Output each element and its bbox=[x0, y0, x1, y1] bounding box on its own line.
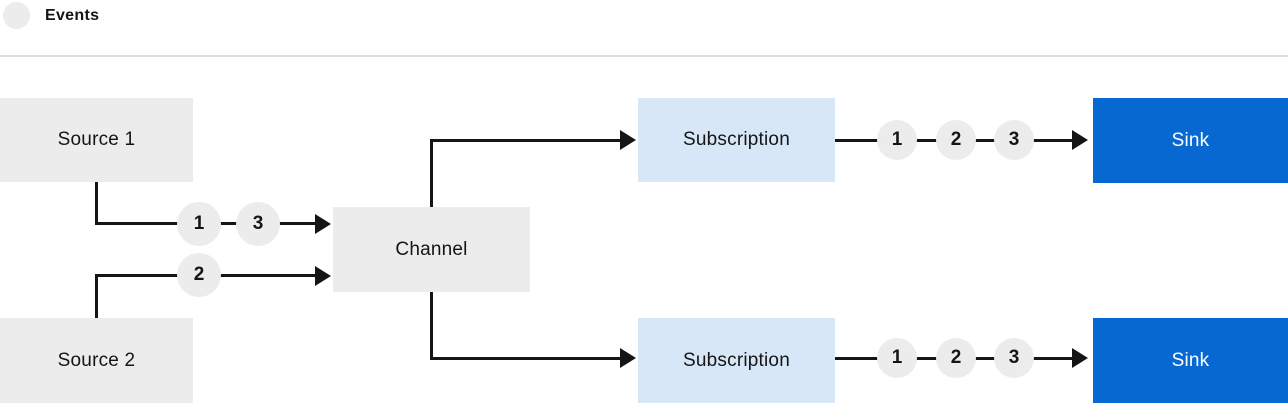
arrowhead-source1-to-channel-icon bbox=[315, 214, 331, 234]
event-badge: 1 bbox=[877, 338, 917, 378]
node-sink-2: Sink bbox=[1093, 318, 1288, 403]
connector-channel-down bbox=[430, 292, 433, 360]
legend-separator bbox=[0, 55, 1288, 57]
node-source-2: Source 2 bbox=[0, 318, 193, 403]
arrowhead-subscription2-to-sink2-icon bbox=[1072, 348, 1088, 368]
event-badge: 2 bbox=[936, 338, 976, 378]
connector-channel-to-subscription1 bbox=[431, 139, 621, 142]
node-subscription-1-label: Subscription bbox=[683, 129, 790, 150]
node-sink-1-label: Sink bbox=[1171, 129, 1210, 151]
node-channel-label: Channel bbox=[395, 238, 468, 260]
node-channel: Channel bbox=[333, 207, 530, 292]
node-subscription-2-label: Subscription bbox=[683, 349, 790, 371]
event-badge: 3 bbox=[994, 338, 1034, 378]
connector-channel-up bbox=[430, 139, 433, 207]
node-source-1: Source 1 bbox=[0, 98, 193, 182]
connector-channel-to-subscription2 bbox=[431, 357, 621, 360]
node-source-2-label: Source 2 bbox=[57, 349, 136, 371]
event-badge: 3 bbox=[236, 202, 280, 246]
arrowhead-channel-to-subscription2-icon bbox=[620, 348, 636, 368]
node-subscription-2: Subscription bbox=[638, 318, 835, 403]
event-badge: 1 bbox=[177, 202, 221, 246]
event-legend-dot-icon bbox=[3, 2, 30, 29]
node-source-1-label: Source 1 bbox=[57, 129, 136, 150]
connector-source1-down bbox=[95, 182, 98, 225]
node-sink-1: Sink bbox=[1093, 98, 1288, 183]
event-badge: 3 bbox=[994, 120, 1034, 160]
event-badge: 1 bbox=[877, 120, 917, 160]
node-sink-2-label: Sink bbox=[1171, 349, 1210, 371]
connector-source2-up bbox=[95, 274, 98, 318]
legend-label: Events bbox=[45, 7, 100, 24]
event-badge: 2 bbox=[936, 120, 976, 160]
arrowhead-subscription1-to-sink1-icon bbox=[1072, 130, 1088, 150]
node-subscription-1: Subscription bbox=[638, 98, 835, 182]
arrowhead-channel-to-subscription1-icon bbox=[620, 130, 636, 150]
arrowhead-source2-to-channel-icon bbox=[315, 266, 331, 286]
event-badge: 2 bbox=[177, 253, 221, 297]
